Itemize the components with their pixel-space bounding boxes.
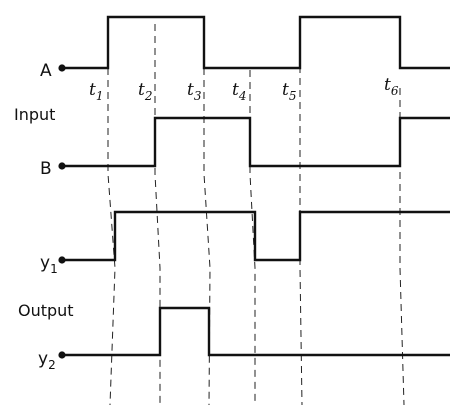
signal-trace-y2: [62, 306, 450, 357]
time-label-t4: t4: [232, 80, 246, 103]
terminal-dot-y1: [58, 256, 66, 264]
signal-label-y2: y2: [38, 349, 56, 372]
signal-trace-y1: [62, 210, 450, 262]
signal-trace-A: [62, 15, 450, 70]
terminal-dot-A: [58, 64, 66, 72]
guide-line-t5: [299, 66, 303, 406]
time-label-text-t6: t: [384, 75, 391, 95]
signal-label-text-B: B: [40, 159, 52, 179]
time-label-subscript-t2: 2: [144, 89, 153, 103]
time-label-t5: t5: [282, 80, 296, 103]
signal-trace-B: [62, 116, 450, 168]
input-group-label: Input: [14, 105, 55, 124]
signal-label-B: B: [40, 159, 52, 179]
terminal-dot-B: [58, 162, 66, 170]
time-label-t2: t2: [138, 80, 152, 103]
signal-traces: [62, 15, 450, 357]
time-label-t6: t6: [384, 75, 399, 98]
output-group-label: Output: [18, 301, 74, 320]
time-label-t3: t3: [187, 80, 202, 103]
time-label-text-t4: t: [232, 80, 239, 100]
time-label-subscript-t1: 1: [96, 89, 104, 103]
terminal-dot-y2: [58, 351, 66, 359]
signal-label-subscript-y1: 1: [50, 262, 58, 276]
time-label-text-t3: t: [187, 80, 194, 100]
time-label-subscript-t5: 5: [289, 89, 297, 103]
signal-label-A: A: [40, 61, 52, 81]
time-label-text-t2: t: [138, 80, 145, 100]
guide-line-t1: [107, 20, 116, 406]
signal-label-text-y2: y: [38, 349, 48, 369]
time-label-subscript-t6: 6: [391, 84, 399, 98]
signal-terminals: [58, 64, 66, 359]
time-label-text-t5: t: [282, 80, 289, 100]
signal-label-y1: y1: [40, 253, 58, 276]
signal-label-subscript-y2: 2: [48, 358, 56, 372]
time-label-text-t1: t: [89, 80, 96, 100]
time-label-subscript-t3: 3: [194, 89, 202, 103]
signal-label-text-y1: y: [40, 253, 50, 273]
signal-label-text-A: A: [40, 61, 52, 81]
time-label-subscript-t4: 4: [238, 89, 247, 103]
time-label-t1: t1: [89, 80, 103, 103]
